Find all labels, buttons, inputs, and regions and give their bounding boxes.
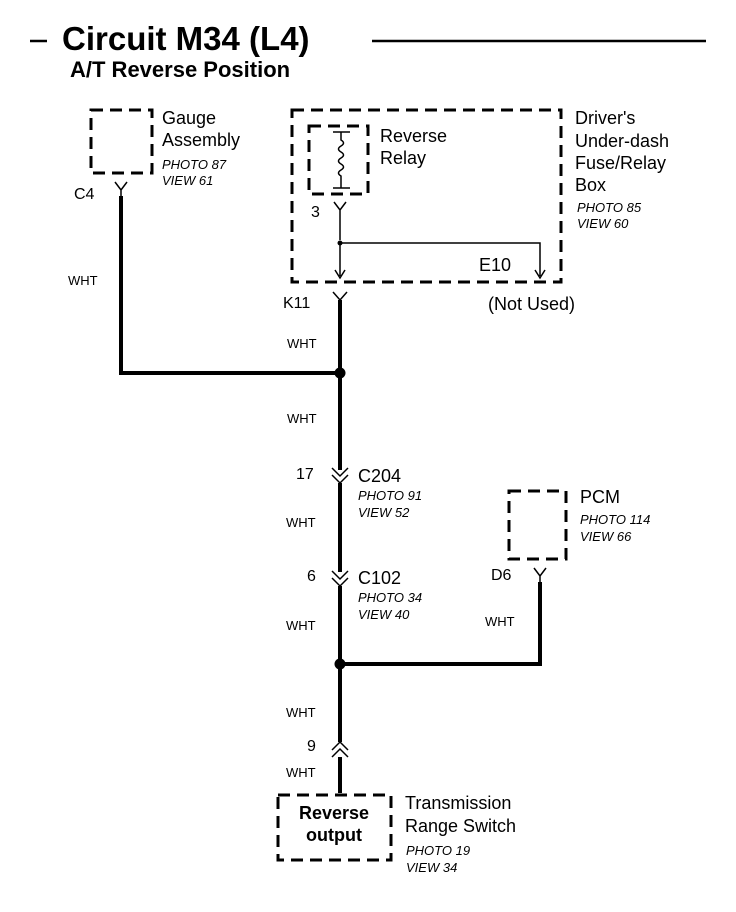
- page-title: Circuit M34 (L4): [62, 20, 310, 57]
- c102-pin-label: 6: [307, 568, 316, 585]
- fuse-relay-box: [290, 108, 563, 284]
- fusebox-label-line1: Driver's: [575, 108, 636, 128]
- connector-k11-label: K11: [283, 295, 311, 312]
- reverse-relay-box: [307, 124, 370, 196]
- fusebox-photo: PHOTO 85: [577, 200, 642, 215]
- trs-view: VIEW 34: [406, 860, 458, 875]
- trs-inner-line2: output: [306, 825, 362, 845]
- page-subtitle: A/T Reverse Position: [70, 57, 291, 82]
- gauge-label-line1: Gauge: [162, 108, 217, 128]
- gauge-label-line2: Assembly: [162, 130, 241, 150]
- fusebox-view: VIEW 60: [577, 216, 629, 231]
- wire-label-pcm: WHT: [485, 614, 515, 629]
- c102-label: C102: [358, 568, 402, 588]
- trs-inner-line1: Reverse: [298, 803, 370, 823]
- connector-d6-label: D6: [491, 567, 512, 584]
- relay-coil-symbol: [333, 131, 350, 189]
- wire-label-k11: WHT: [287, 336, 317, 351]
- connector-c4-label: C4: [74, 186, 95, 203]
- c102-view: VIEW 40: [358, 607, 410, 622]
- trs-pin-label: 9: [307, 738, 316, 755]
- relay-label-line2: Relay: [380, 148, 427, 168]
- c204-photo: PHOTO 91: [358, 488, 423, 503]
- gauge-photo: PHOTO 87: [162, 157, 227, 172]
- pcm-photo: PHOTO 114: [580, 512, 651, 527]
- relay-pin-3-symbol: [333, 201, 347, 240]
- wire-label-gauge: WHT: [68, 273, 98, 288]
- trs-label-line2: Range Switch: [405, 816, 517, 836]
- connector-d6-symbol: [533, 567, 547, 582]
- fusebox-label-line2: Under-dash: [575, 131, 670, 151]
- wire-label-c204-top: WHT: [287, 411, 317, 426]
- wire-label-trs-top: WHT: [286, 705, 316, 720]
- fusebox-label-line4: Box: [575, 175, 607, 195]
- wire-label-c204-c102: WHT: [286, 515, 316, 530]
- fusebox-branch-line: [340, 242, 546, 280]
- trs-box: [276, 793, 393, 862]
- wire-gauge: [119, 196, 340, 375]
- splice-lower: [334, 658, 346, 670]
- pcm-box: [507, 489, 568, 561]
- pcm-view: VIEW 66: [580, 529, 632, 544]
- not-used-label: (Not Used): [488, 294, 576, 314]
- fusebox-down-line: [334, 243, 346, 280]
- c102-photo: PHOTO 34: [358, 590, 423, 605]
- wire-pcm: [340, 582, 542, 666]
- c204-view: VIEW 52: [358, 505, 410, 520]
- connector-c204-symbol: [331, 467, 349, 485]
- e10-label: E10: [479, 255, 512, 275]
- trs-photo: PHOTO 19: [406, 843, 471, 858]
- relay-label-line1: Reverse: [380, 126, 448, 146]
- c204-label: C204: [358, 466, 402, 486]
- gauge-assembly-box: [89, 108, 154, 175]
- wire-label-c102-bottom: WHT: [286, 618, 316, 633]
- connector-k11-symbol: [332, 291, 348, 302]
- relay-pin-3-label: 3: [311, 204, 320, 221]
- connector-c4-symbol: [114, 181, 128, 196]
- trs-label-line1: Transmission: [405, 793, 512, 813]
- c204-pin-label: 17: [296, 466, 314, 483]
- splice-upper: [334, 367, 346, 379]
- gauge-view: VIEW 61: [162, 173, 214, 188]
- connector-pin9-symbol: [331, 740, 349, 758]
- fusebox-label-line3: Fuse/Relay: [575, 153, 667, 173]
- connector-c102-symbol: [331, 570, 349, 588]
- pcm-label: PCM: [580, 487, 620, 507]
- wire-label-trs-pin: WHT: [286, 765, 316, 780]
